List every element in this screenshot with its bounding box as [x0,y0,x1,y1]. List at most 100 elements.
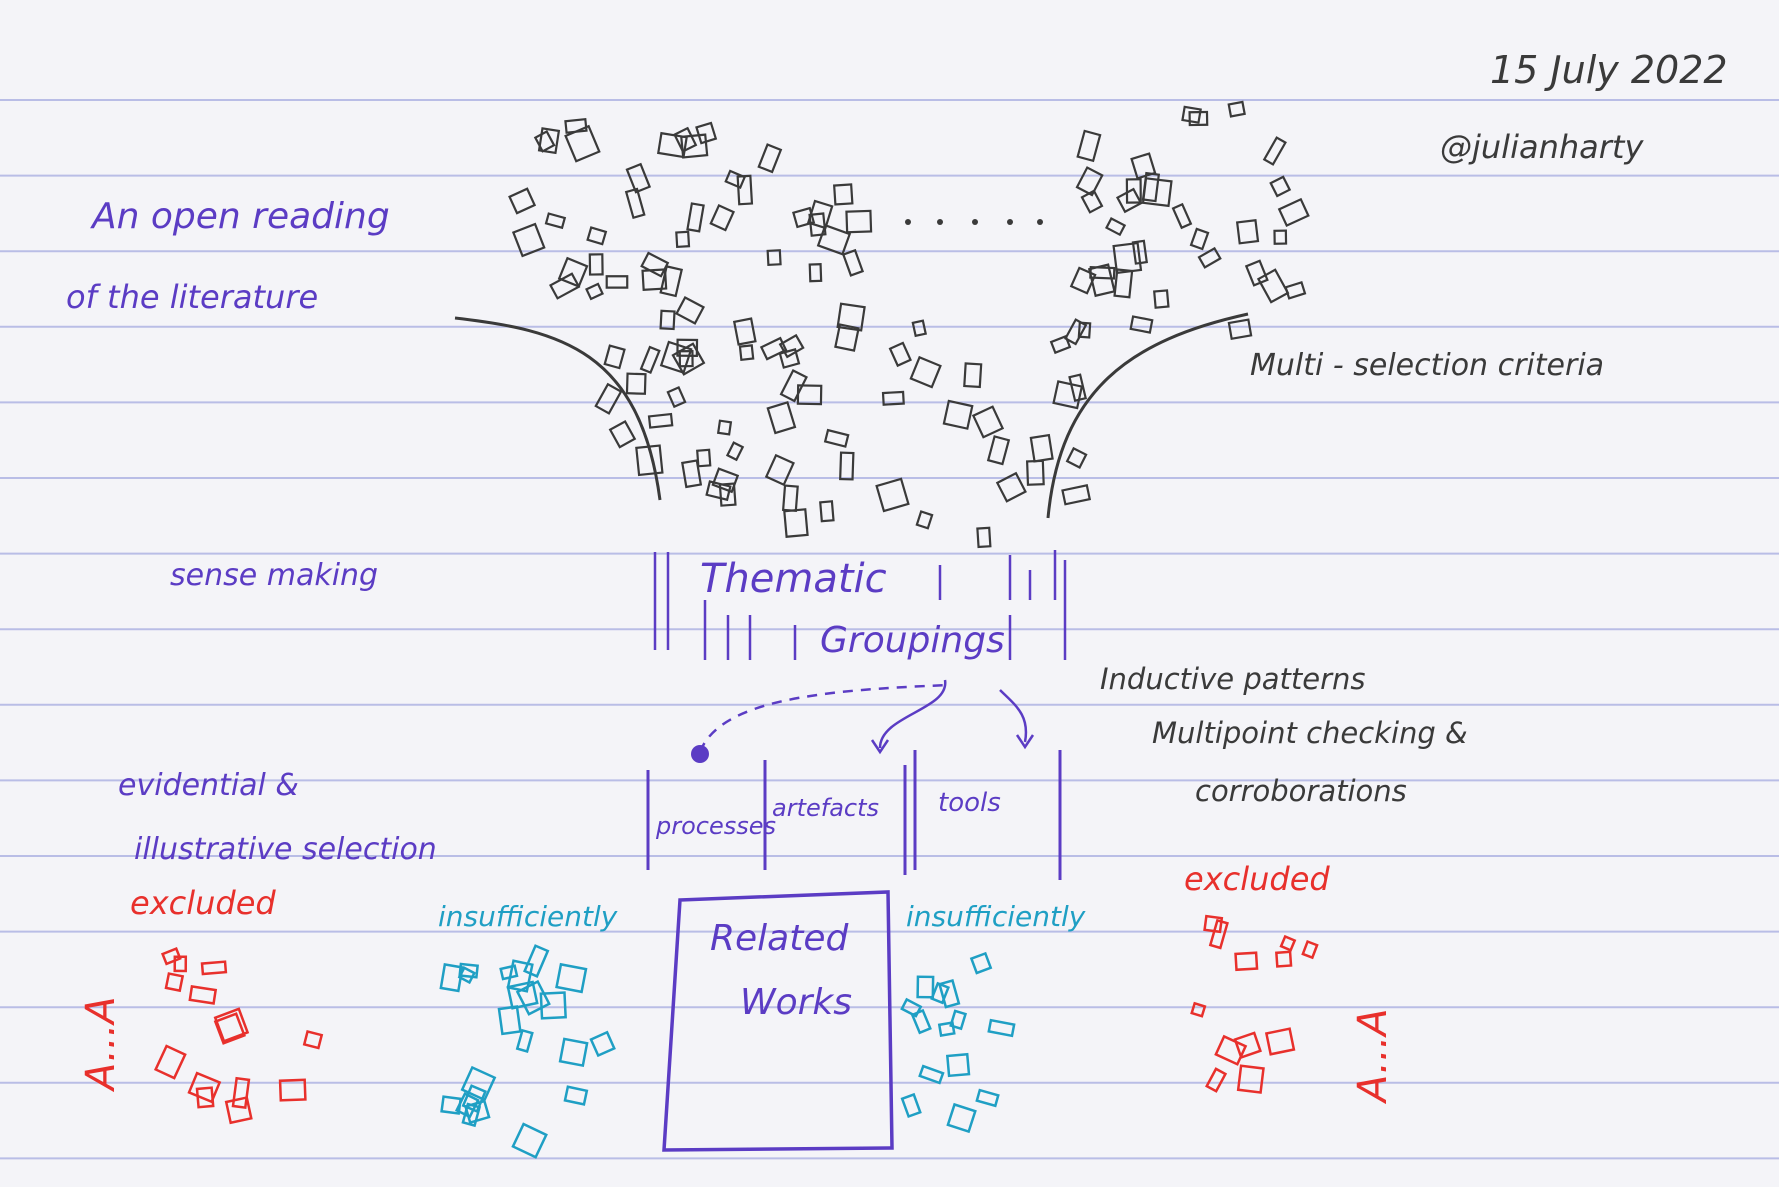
paper-sketch [1113,268,1134,299]
paper-sketch [1227,318,1253,341]
paper-sketch [808,263,823,283]
paper-sketch [1029,433,1054,463]
paper-sketch [759,336,788,361]
paper-sketch [806,199,834,230]
paper-sketch [647,412,674,429]
insufficiently-right-label: insufficiently [906,900,1086,933]
paper-sketch [1052,380,1084,410]
funnel-right-edge [1046,312,1249,519]
paper-sketch [1087,263,1116,298]
insufficient-sketch [946,1102,977,1134]
paper-sketch [639,345,661,375]
paper-sketch [1227,100,1246,118]
category-tools: tools [938,788,1001,818]
multi-selection-criteria: Multi - selection criteria [1250,348,1605,383]
insufficient-sketch [439,963,464,993]
insufficient-sketch [463,1099,491,1125]
paper-sketch [705,480,732,502]
paper-sketch [781,484,799,513]
category-processes: processes [656,812,777,840]
paper-sketch [1256,268,1290,304]
paper-sketch [1130,152,1157,180]
paper-sketch [673,126,698,153]
title-line-2: of the literature [66,278,319,316]
paper-sketch [816,223,852,256]
paper-sketch [1262,136,1287,166]
insufficient-sketch [937,1021,956,1038]
excluded-sketch [164,972,185,993]
paper-sketch [766,400,797,435]
insufficient-sketch [515,1028,534,1053]
paper-sketch [1077,321,1092,339]
excluded-sketch [302,1030,324,1050]
paper-sketch [779,368,808,403]
excluded-sketch [1279,934,1297,952]
paper-sketch [1025,459,1045,486]
insufficient-sketch [975,1088,1000,1108]
paper-sketch [640,251,670,278]
category-artefacts: artefacts [772,794,880,822]
paper-sketch [736,174,754,206]
paper-sketch [942,399,974,430]
paper-sketch [1141,177,1173,208]
paper-sketch [686,202,705,233]
paper-sketch [1131,239,1149,265]
insufficient-sketch [506,980,539,1010]
paper-sketch [911,319,928,338]
excluded-sketch [1233,1031,1262,1060]
paper-sketch [1061,484,1092,506]
paper-sketch [659,265,684,298]
paper-sketch [986,435,1011,466]
excluded-sketch [200,960,228,976]
paper-sketch [711,467,740,494]
funnel-left-edge [454,316,662,501]
insufficient-sketch [457,966,477,985]
insufficient-sketch [900,1092,922,1119]
paper-sketch [839,451,855,481]
paper-sketch [588,253,604,276]
paper-sketch [716,419,733,436]
excluded-sketch [231,1076,251,1110]
excluded-sketch [1234,951,1259,972]
paper-sketch [1277,197,1310,228]
excluded-sketch [160,946,182,966]
paper-sketch [976,526,992,549]
paper-sketch [881,390,905,406]
excluded-sketch [1214,1034,1248,1066]
excluded-sketch [1275,950,1293,968]
paper-sketch [641,268,668,291]
paper-sketch [1115,187,1143,214]
paper-sketch [508,187,537,215]
related-works-box [662,890,894,1152]
insufficient-sketch [499,964,519,981]
related-works-line-1: Related [710,918,849,959]
paper-sketch [819,500,835,523]
paper-sketch [783,508,809,538]
paper-sketch [1105,217,1127,237]
insufficient-sketch [497,1005,522,1036]
insufficient-sketch [937,979,961,1009]
paper-sketch [1189,227,1210,251]
arrow-head [870,739,890,755]
insufficient-sketch [511,1122,548,1159]
paper-sketch [680,133,709,159]
excluded-sketch [187,1071,222,1104]
paper-sketch [625,162,652,194]
paper-sketch [841,248,865,277]
insufficiently-left-label: insufficiently [438,900,618,933]
paper-sketch [605,275,629,289]
paper-sketch [808,212,827,237]
insufficient-sketch [460,1065,497,1102]
sense-making-label: sense making [170,558,379,593]
paper-sketch [757,143,783,174]
excluded-sketch [188,984,218,1005]
excluded-sketch [1236,1064,1265,1094]
excluded-sketch [1190,1001,1207,1018]
paper-sketch [963,362,983,389]
paper-sketch [766,249,782,267]
arrow-to-artefacts [878,679,947,749]
paper-sketch [709,204,735,232]
paper-sketch [659,340,693,375]
insufficient-sketch [558,1037,589,1068]
insufficient-sketch [458,962,479,979]
